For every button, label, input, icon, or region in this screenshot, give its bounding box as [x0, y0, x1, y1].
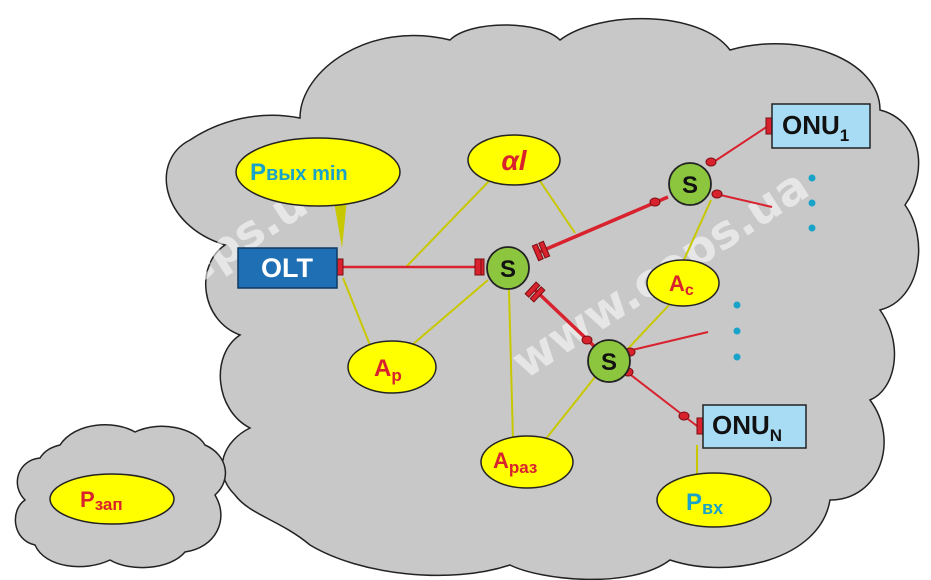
- bubble-p-reserve-label: Pзап: [80, 487, 123, 514]
- splitter-s0: S: [486, 246, 530, 290]
- connector-icon: [336, 258, 344, 276]
- leader-alpha-l-left: [405, 177, 493, 268]
- leader-ap-splitter: [411, 279, 489, 346]
- bubble-shape: [656, 472, 772, 528]
- onu-last-label: ONUN: [712, 410, 782, 445]
- leader-ap-olt: [342, 277, 371, 346]
- dot: [808, 174, 816, 182]
- ellipsis-dots-lower: [733, 301, 741, 361]
- bubble-p-in-base: P: [686, 489, 702, 516]
- connector-icon: [480, 258, 485, 276]
- bubble-a-c-label: Ac: [669, 271, 694, 299]
- onu-first-sub: 1: [840, 126, 849, 145]
- bubble-a-raz-label: Aраз: [493, 448, 537, 477]
- bubble-a-raz-base: A: [493, 448, 509, 473]
- onu-last-node: ONUN: [702, 404, 807, 449]
- bubble-alpha-l: αl: [467, 134, 561, 186]
- splitter-label: S: [682, 172, 698, 199]
- bubble-p-reserve: Pзап: [49, 473, 175, 525]
- bubble-alpha-l-sub: l: [519, 145, 528, 176]
- bubble-a-c: Ac: [646, 259, 720, 307]
- splitter-icon: [668, 162, 712, 206]
- bubble-p-out-min-base: P: [250, 159, 266, 186]
- bubble-a-raz-sub: раз: [509, 458, 538, 477]
- connector-icon: [581, 335, 593, 345]
- dot: [733, 327, 741, 335]
- onu-last-sub: N: [770, 426, 782, 445]
- olt-label: OLT: [261, 253, 313, 283]
- onu-first-node: ONU1: [771, 103, 871, 149]
- connector-icon: [531, 240, 551, 262]
- bubble-p-in: Pвх: [656, 472, 772, 528]
- connector-icon: [711, 189, 723, 199]
- connector-icon: [765, 117, 773, 135]
- leader-ac-s2: [621, 303, 671, 356]
- bubble-shape: [235, 137, 401, 207]
- bubble-p-out-min: Pвых min: [235, 137, 401, 207]
- connector-icon: [474, 258, 482, 276]
- connector-icon: [696, 417, 704, 435]
- splitter-icon: [587, 339, 631, 383]
- connector-icon: [678, 411, 690, 421]
- splitter-s1: S: [668, 162, 712, 206]
- connector-icon: [705, 157, 717, 167]
- bubble-alpha-l-base: α: [501, 145, 520, 176]
- bubble-p-reserve-base: P: [80, 487, 95, 512]
- fiber-s0-s1: [536, 195, 669, 255]
- fiber-s2-branch: [631, 331, 709, 351]
- bubble-a-raz: Aраз: [480, 435, 574, 489]
- bubble-p-in-sub: вх: [702, 498, 723, 518]
- bubble-shape: [646, 259, 720, 307]
- splitter-label: S: [601, 349, 617, 376]
- onu-first-box: [771, 103, 871, 149]
- dot: [808, 199, 816, 207]
- bubble-shape: [347, 340, 437, 394]
- leader-araz-s0: [508, 289, 514, 441]
- fiber-s1-branch: [715, 193, 773, 208]
- dot: [808, 224, 816, 232]
- connector-icon: [524, 281, 546, 303]
- splitter-label: S: [500, 256, 516, 283]
- dot: [733, 353, 741, 361]
- onu-last-base: ONU: [712, 410, 770, 440]
- splitter-s2: S: [587, 339, 631, 383]
- olt-box: [237, 247, 338, 289]
- fiber-s1-onu1: [708, 125, 769, 166]
- bubble-p-reserve-sub: зап: [95, 495, 123, 514]
- onu-first-label: ONU1: [782, 110, 849, 145]
- bubble-a-p-label: Ap: [374, 355, 402, 385]
- connectors: [336, 117, 773, 435]
- bubble-p-in-label: Pвх: [686, 489, 723, 518]
- leader-lines: [332, 177, 712, 477]
- olt-node: OLT: [237, 247, 338, 289]
- bubble-shape: [49, 473, 175, 525]
- leader-araz-s2: [544, 376, 596, 441]
- onu-first-base: ONU: [782, 110, 840, 140]
- bubble-a-c-base: A: [669, 271, 685, 296]
- bubble-shape: [467, 134, 561, 186]
- leader-ac-s1: [682, 199, 712, 263]
- bubble-a-p-base: A: [374, 355, 391, 382]
- leader-alpha-l-right: [537, 177, 576, 234]
- bubble-a-p-sub: p: [391, 366, 401, 385]
- bubble-a-p: Ap: [347, 340, 437, 394]
- bubble-a-c-sub: c: [685, 282, 694, 299]
- dot: [733, 301, 741, 309]
- bubble-alpha-l-label: αl: [501, 145, 527, 176]
- bubble-p-out-min-sub: вых min: [266, 163, 348, 185]
- splitter-icon: [486, 246, 530, 290]
- bubble-shape: [480, 435, 574, 489]
- bubble-p-out-min-label: Pвых min: [250, 159, 348, 186]
- onu-last-box: [702, 404, 807, 449]
- ellipsis-dots-upper: [808, 174, 816, 232]
- connector-icon: [649, 197, 661, 207]
